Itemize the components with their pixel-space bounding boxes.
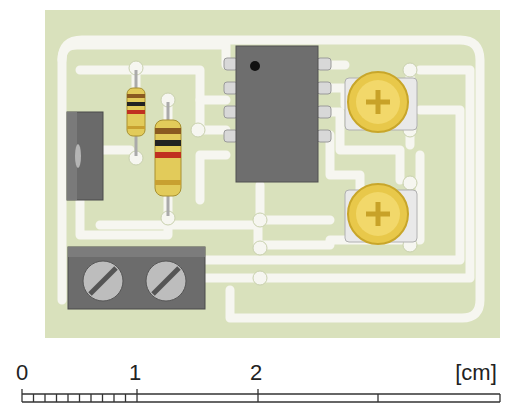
scale-tick — [102, 394, 103, 402]
scale-tick — [125, 394, 126, 402]
capacitor — [67, 112, 103, 200]
scale-tick — [33, 394, 34, 402]
scale-label: 2 — [250, 362, 262, 384]
copper-traces — [62, 40, 480, 318]
scale-tick — [113, 394, 114, 402]
scale-tick — [44, 394, 45, 402]
trimmer-potentiometer — [345, 184, 417, 244]
scale-tick — [56, 394, 57, 402]
screw-terminal — [68, 247, 205, 309]
resistor — [155, 102, 181, 216]
scale-tick — [67, 394, 68, 402]
scale-tick — [90, 394, 91, 402]
pcb-board — [45, 10, 500, 338]
resistor — [127, 70, 145, 156]
scale-bar — [22, 389, 500, 402]
scale-tick — [79, 394, 80, 402]
ic-chip — [224, 46, 331, 182]
scale-label: 1 — [129, 362, 141, 384]
scale-label: 0 — [16, 362, 28, 384]
scale-label: [cm] — [455, 362, 497, 384]
trimmer-potentiometer — [345, 72, 417, 132]
